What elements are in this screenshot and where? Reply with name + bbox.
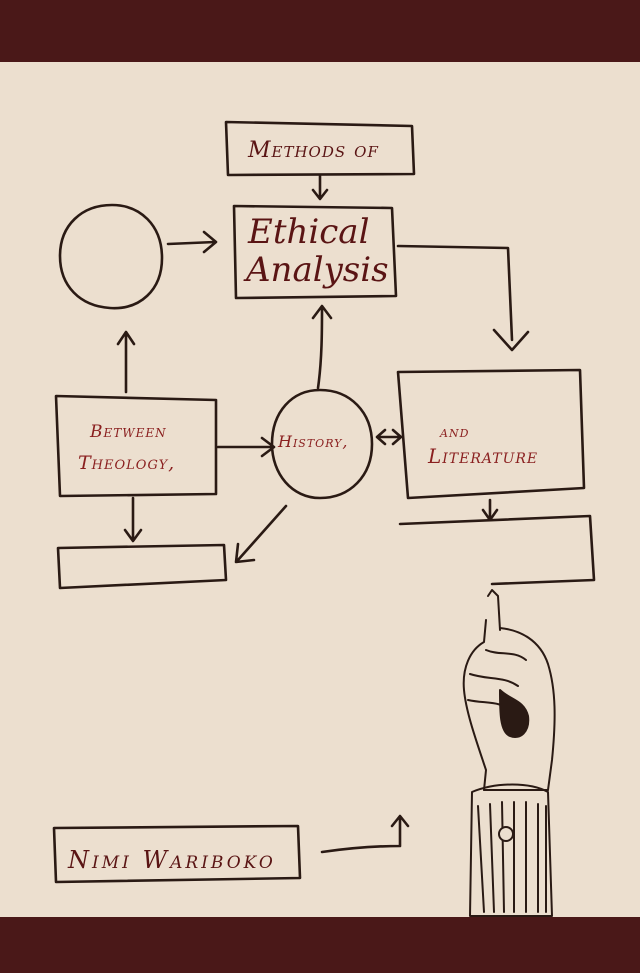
hand-drawing: [462, 589, 556, 917]
subtitle-and: and: [440, 423, 470, 441]
top-band: [0, 0, 640, 62]
arrow-literature-down: [481, 498, 499, 522]
arrow-ethical-to-literature: [396, 244, 530, 352]
subtitle-between: Between: [90, 422, 167, 442]
subtitle-history: History,: [278, 432, 349, 451]
history-circle: [270, 388, 374, 500]
title-line1: Ethical: [248, 212, 370, 252]
ethical-analysis-box: [232, 204, 398, 300]
bottom-right-box: [398, 514, 596, 586]
bottom-band: [0, 917, 640, 973]
arrow-circle-to-ethical: [166, 230, 218, 254]
literature-box: [396, 368, 586, 500]
author-box: [52, 824, 302, 884]
subtitle-literature: Literature: [428, 444, 539, 468]
bottom-left-bar: [56, 543, 228, 590]
subtitle-theology: Theology,: [78, 452, 176, 474]
arrow-between-down: [123, 496, 143, 543]
between-theology-box: [54, 394, 218, 498]
top-left-circle: [58, 203, 164, 310]
title-prefix: Methods of: [248, 138, 379, 163]
arrow-between-to-history: [216, 436, 276, 458]
arrow-between-to-circle: [116, 330, 136, 394]
title-line2: Analysis: [246, 250, 389, 290]
arrow-author-to-hand: [320, 814, 410, 854]
arrow-history-to-ethical: [311, 304, 333, 390]
arrow-methods-to-ethical: [311, 174, 329, 201]
double-arrow-history-literature: [375, 428, 403, 446]
methods-box: [224, 120, 416, 177]
arrow-history-to-bar: [234, 504, 288, 564]
author-name: Nimi Wariboko: [68, 846, 276, 874]
